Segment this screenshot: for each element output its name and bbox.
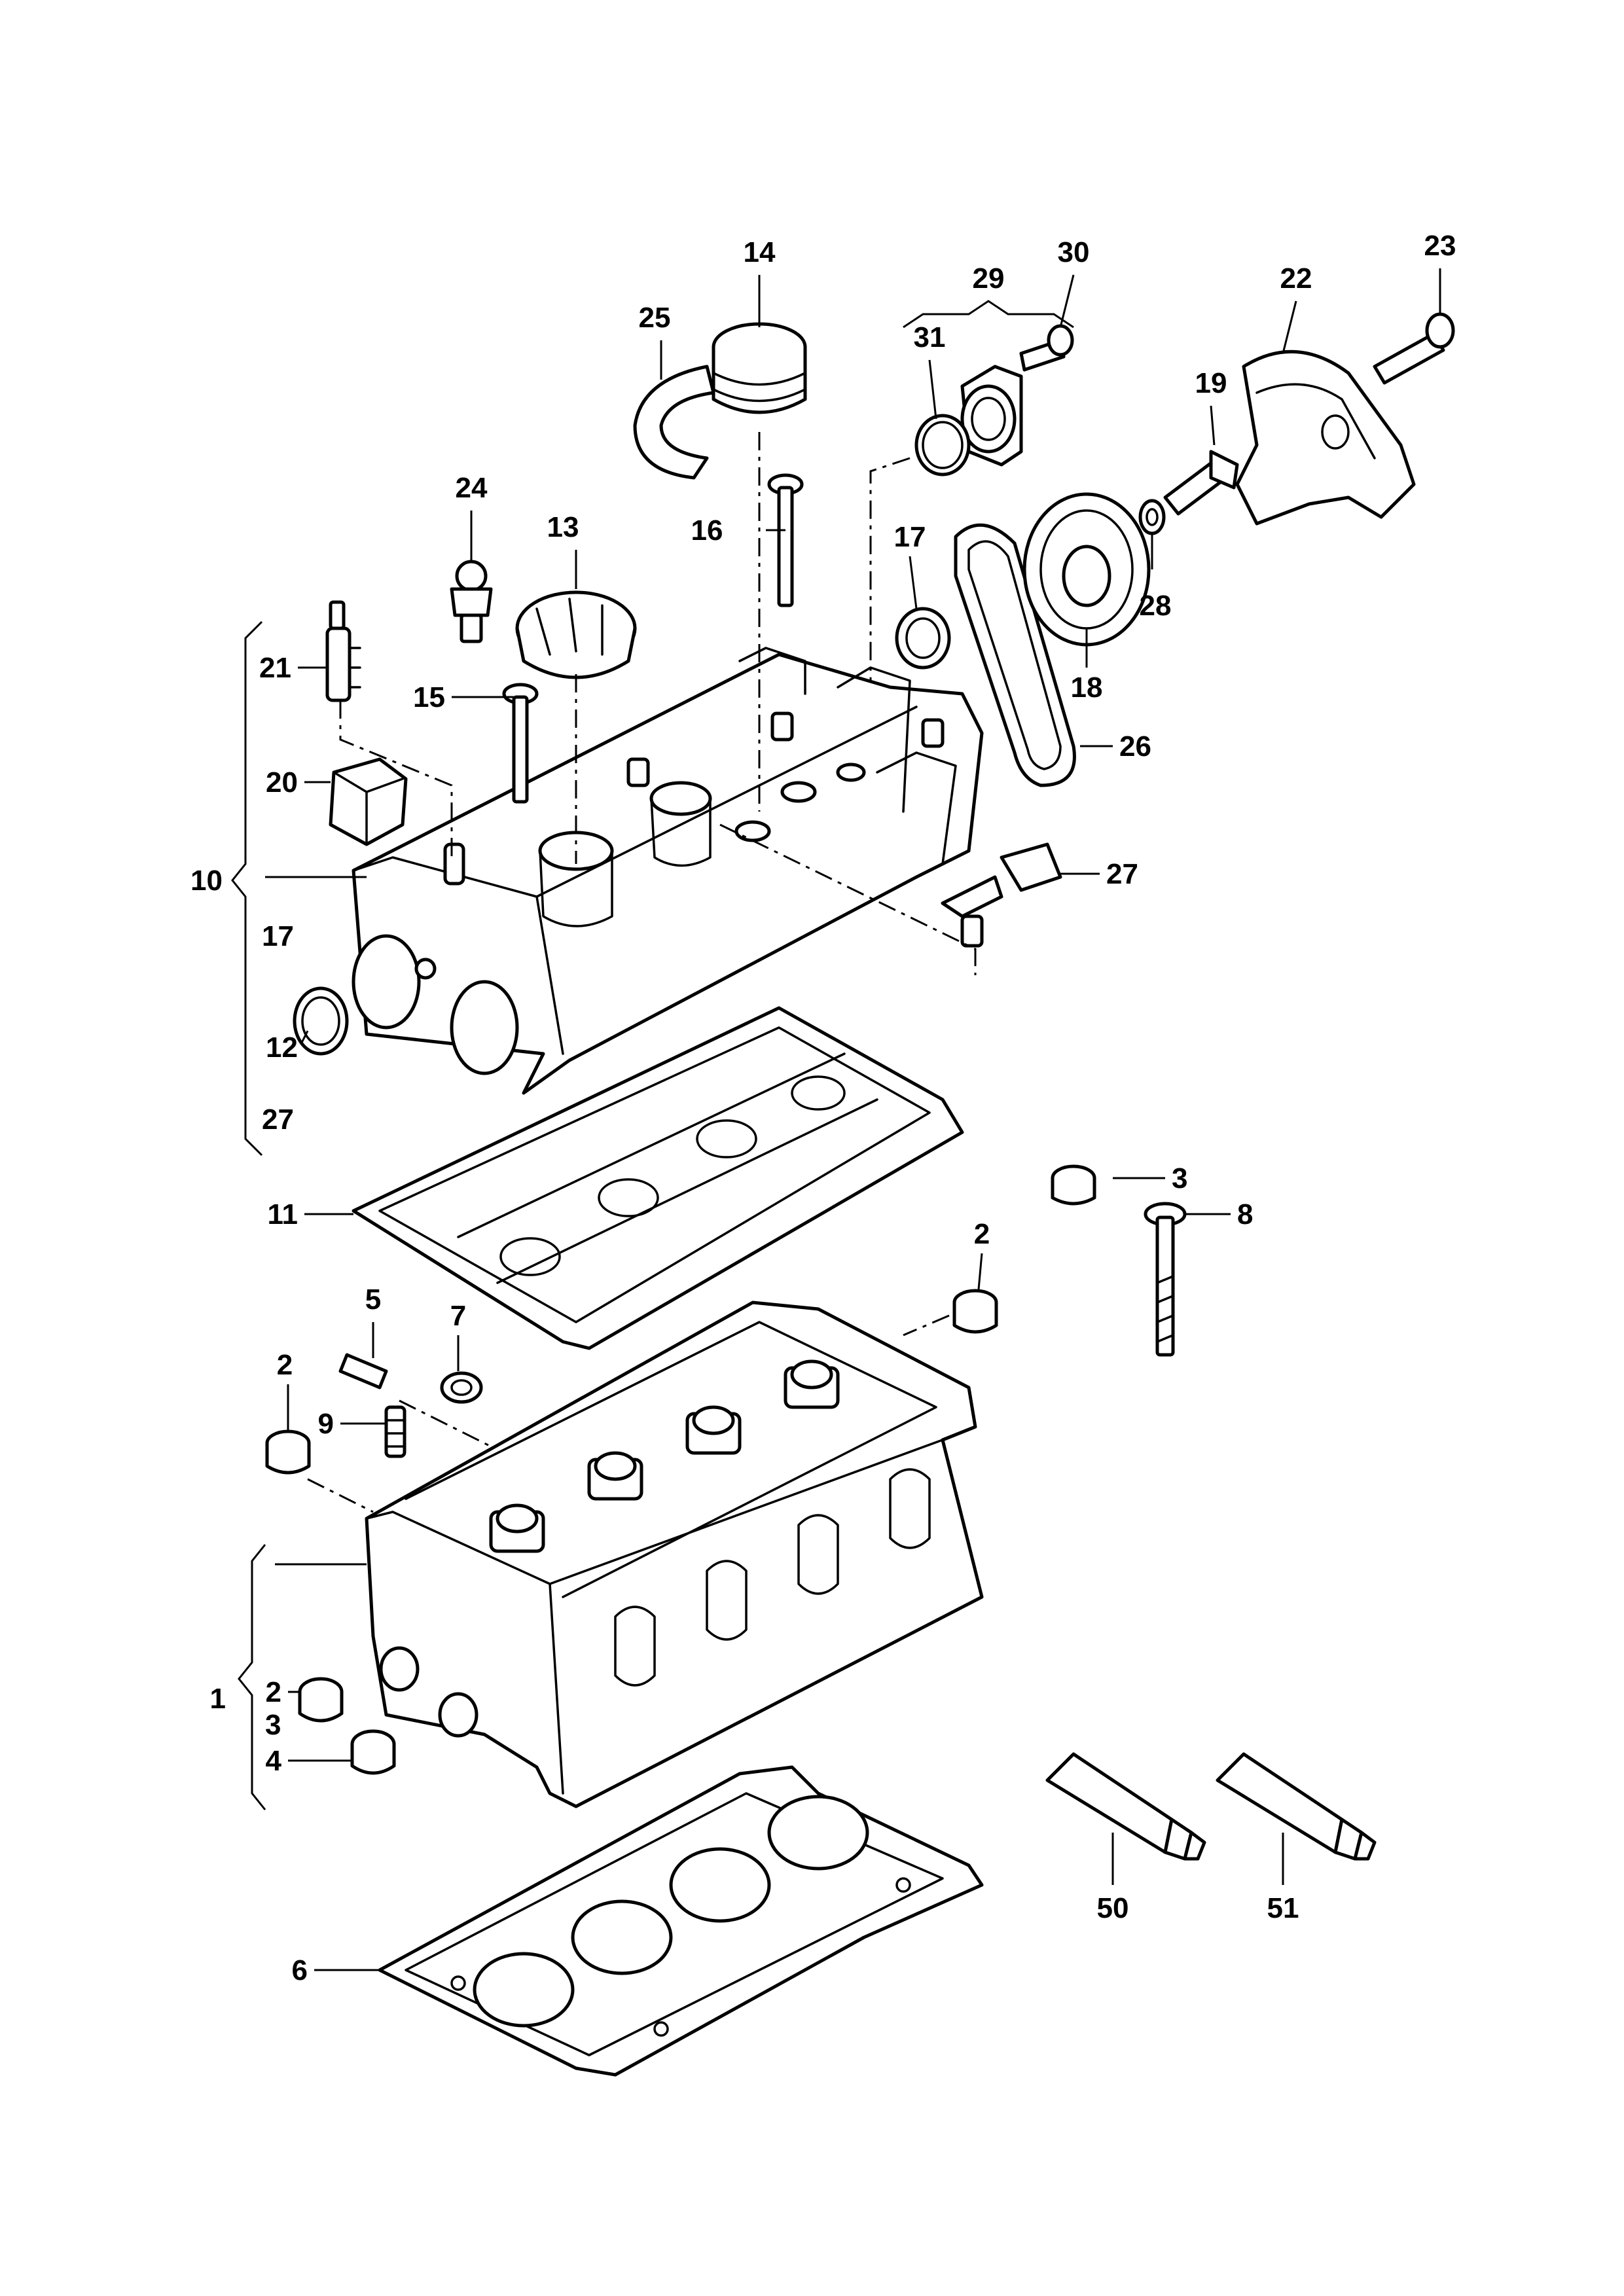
vacuum-pump-housing-part	[960, 365, 1023, 467]
stud-part	[384, 1405, 406, 1458]
callout-20: 20	[266, 766, 298, 798]
callout-12: 12	[266, 1031, 298, 1064]
plug-part	[298, 1677, 344, 1723]
plug-part	[952, 1289, 998, 1334]
callout-28: 28	[1140, 590, 1172, 622]
connector-part	[329, 757, 408, 846]
callout-6: 6	[292, 1954, 308, 1986]
callout-51: 51	[1267, 1892, 1299, 1924]
filler-cap-part	[515, 590, 637, 679]
sensor-part	[325, 600, 361, 702]
alignment-lines	[307, 432, 977, 1513]
group-bracket	[238, 1544, 266, 1810]
callout-26: 26	[1119, 730, 1151, 762]
sealant-tube-part	[1216, 1752, 1377, 1861]
bolt-part	[1373, 312, 1455, 385]
callout-23: 23	[1424, 230, 1456, 262]
bolt-part	[1144, 1202, 1187, 1357]
callout-29: 29	[973, 262, 1005, 295]
callout-21: 21	[259, 652, 291, 684]
plug-part	[265, 1429, 311, 1475]
o-ring-part	[914, 414, 971, 476]
breather-valve-part	[450, 560, 493, 643]
timing-belt-part	[954, 523, 1076, 787]
callout-27-right: 27	[1106, 858, 1138, 890]
seal-part	[293, 986, 349, 1056]
callout-25: 25	[639, 302, 671, 334]
callout-1: 1	[210, 1683, 226, 1715]
callout-3-lower: 3	[265, 1709, 281, 1741]
leader-lines	[265, 268, 1441, 1971]
sealant-tube-part	[1045, 1752, 1206, 1861]
callout-24: 24	[456, 472, 488, 504]
head-gasket-part	[378, 1765, 984, 2077]
callout-17-top: 17	[894, 521, 926, 553]
bolt-part	[767, 473, 804, 607]
shaft-seal-part	[895, 607, 951, 670]
callout-10: 10	[190, 865, 223, 897]
callout-31: 31	[914, 321, 946, 353]
plug-part	[350, 1729, 396, 1775]
callout-labels: 14 25 29 30 31 22 23 19 24 13 16 17 28 1…	[190, 230, 1456, 1986]
dowel-pin-part	[338, 1353, 388, 1390]
callout-18: 18	[1071, 672, 1103, 704]
sprocket-part	[1022, 492, 1151, 647]
callout-2-lower: 2	[266, 1676, 281, 1708]
bolt-part	[502, 683, 539, 804]
shaft-seal-part	[440, 1371, 483, 1404]
callout-3-top: 3	[1172, 1162, 1187, 1194]
washer-part	[1138, 499, 1166, 535]
callout-17-group: 17	[262, 920, 294, 952]
callout-9: 9	[318, 1408, 334, 1440]
group-bracket	[231, 620, 263, 1157]
callout-15: 15	[413, 681, 445, 713]
callout-30: 30	[1058, 236, 1090, 268]
callout-14: 14	[744, 236, 776, 268]
callout-2-right: 2	[974, 1218, 990, 1250]
cover-gasket-part	[352, 1006, 964, 1350]
callout-13: 13	[547, 511, 579, 543]
callout-2-left: 2	[277, 1349, 293, 1381]
valve-part	[712, 322, 807, 414]
belt-cover-part	[1235, 350, 1416, 526]
camshaft-housing-part	[352, 647, 984, 1095]
bolt-part	[1019, 324, 1074, 372]
plug-part	[1051, 1164, 1096, 1206]
callout-11: 11	[267, 1198, 298, 1230]
callout-8: 8	[1237, 1198, 1253, 1230]
group-bracket	[903, 300, 1074, 329]
callout-22: 22	[1280, 262, 1312, 295]
callout-7: 7	[450, 1300, 466, 1332]
sensor-part	[941, 842, 1062, 948]
callout-5: 5	[365, 1283, 381, 1316]
callout-27-group: 27	[262, 1103, 294, 1136]
hose-part	[633, 365, 715, 480]
callout-4: 4	[266, 1745, 282, 1777]
callout-50: 50	[1097, 1892, 1129, 1924]
bolt-part	[1163, 450, 1239, 516]
callout-19: 19	[1195, 367, 1227, 399]
cylinder-head-part	[365, 1300, 984, 1808]
callout-16: 16	[691, 514, 723, 547]
